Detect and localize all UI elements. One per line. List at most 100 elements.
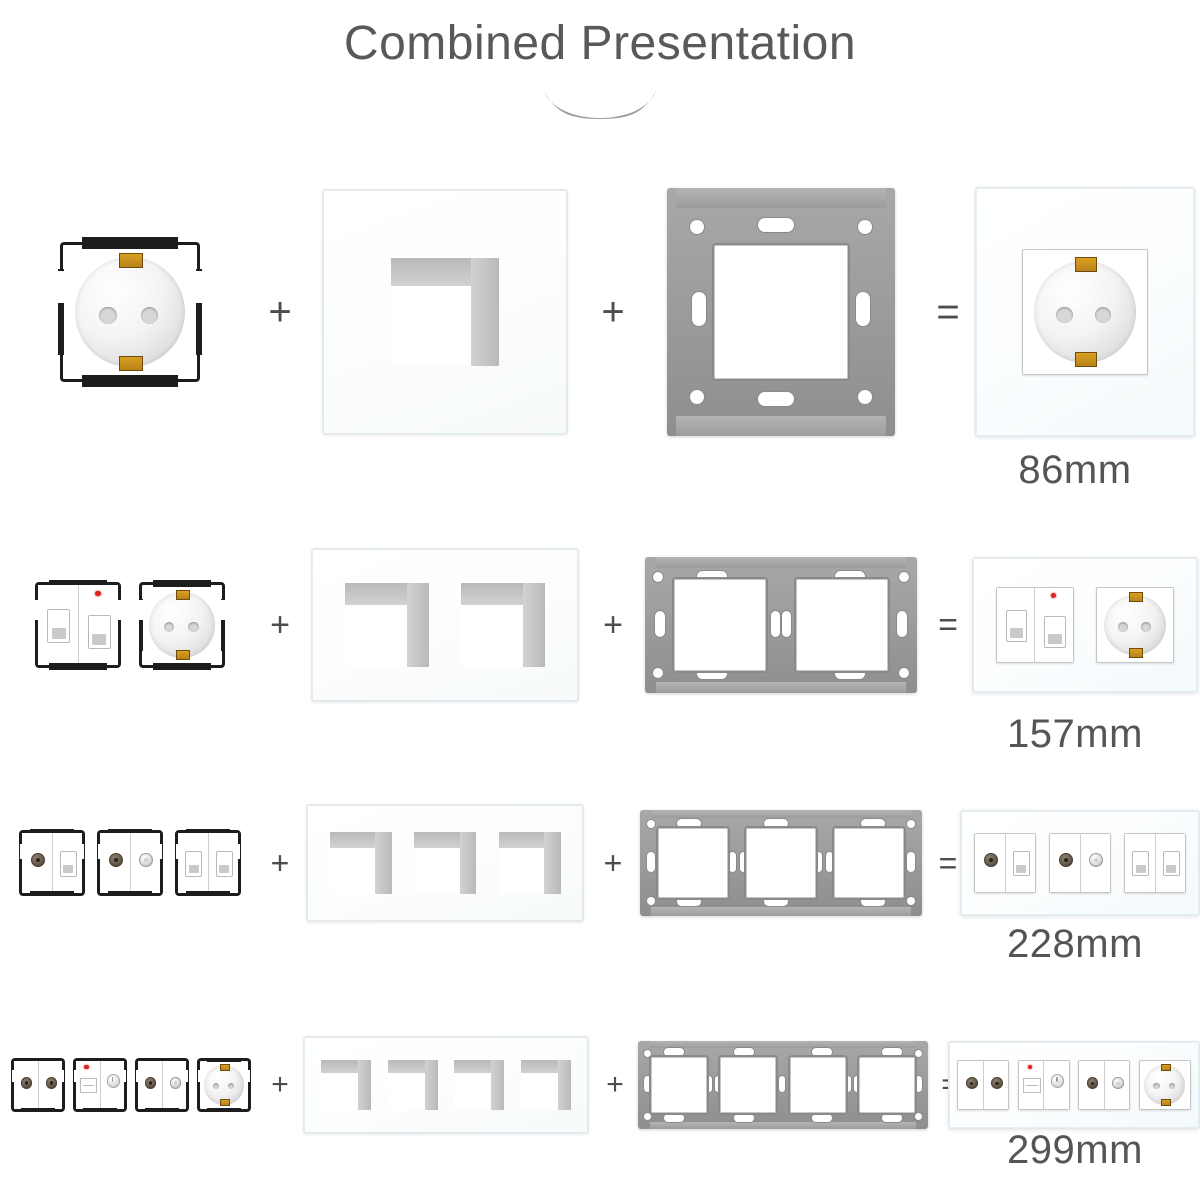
module-face [100,832,160,893]
module-side-tab-left [19,843,23,882]
coax-connector-icon [108,852,123,867]
tv-sat-module[interactable] [97,828,163,897]
operator-plus-2: + [606,1068,624,1101]
bracket-window [714,245,848,379]
assembled-2-gang[interactable] [972,557,1198,693]
bracket-slot-bottom [881,1113,902,1122]
operator-equals: = [936,290,960,334]
panel-cutout [521,1060,572,1110]
mounting-bracket-1-gang[interactable] [667,188,895,436]
bracket-slot-side [654,611,665,638]
bracket-screw-hole [858,220,873,235]
assembled-3-gang[interactable] [960,809,1200,916]
mounting-bracket-4-gang[interactable] [638,1041,928,1129]
result-group-row-4 [948,1041,1200,1129]
tv-data-module[interactable] [19,828,85,897]
rj45-jack-right [1034,588,1073,662]
coax-connector-icon [30,852,45,867]
page-title: Combined Presentation [343,17,857,70]
bracket-window [651,1057,708,1113]
assembled-insert-tv-data [974,832,1036,893]
glass-panel-2-gang[interactable] [311,548,579,702]
mounting-bracket-3-gang[interactable] [640,809,922,916]
glass-panel-3-gang[interactable] [306,803,584,922]
schuko-socket-module[interactable] [138,580,226,670]
socket-dish [75,257,185,367]
rj45-icon [1012,850,1030,877]
knob-icon [1050,1074,1065,1089]
glass-panel-1-gang[interactable] [322,189,568,435]
bracket-screw-hole [898,668,909,679]
assembled-insert-schuko [1138,1060,1191,1110]
module-side-tab-left [34,599,39,651]
coax-connector-icon [1086,1077,1099,1090]
bracket-slot-top [696,570,727,582]
panel-cutout [454,1060,505,1110]
schuko-face [1097,588,1173,662]
earth-contact-bottom [1075,352,1097,367]
bracket-slot-mid [781,611,791,638]
dual-coax-module[interactable] [11,1058,65,1112]
assembled-4-gang[interactable] [948,1041,1200,1129]
socket-pin-left [99,306,117,325]
earth-contact-top [1129,592,1144,602]
rj45-icon [1005,610,1028,642]
led-indicator-icon [95,590,101,597]
schuko-socket-module[interactable] [57,236,203,388]
switch-dimmer-module[interactable] [73,1058,127,1112]
coax-jack-right [982,1061,1009,1109]
module-side-tab-right [159,843,163,882]
rocker-icon [80,1078,98,1093]
bracket-lip-bottom [676,416,886,436]
module-side-tab-left [74,1069,77,1101]
rj45-jack-left [178,832,208,893]
tv-coax-jack [1050,833,1080,892]
bracket-window [658,827,728,898]
rj45-jack [51,832,82,893]
bracket-window [746,827,816,898]
bracket-slot-mid [778,1076,785,1093]
rj45-icon [185,850,203,877]
size-label-row-3: 228mm [1007,922,1143,966]
bracket-slot-mid [728,851,736,872]
bracket-window [674,579,767,671]
mounting-bracket-2-gang[interactable] [645,557,917,693]
tv-coax-jack [100,832,130,893]
combination-row-3-gang: + + [0,795,1200,930]
bracket-screw-hole [915,1049,923,1057]
bracket-slot-mid [714,1076,721,1093]
bracket-slot-bottom [696,668,727,680]
socket-pin-right [1168,1083,1176,1090]
schuko-socket-module[interactable] [197,1058,251,1112]
bracket-screw-hole [906,896,915,905]
assembled-1-gang[interactable] [975,187,1195,437]
bracket-slot-bottom [758,392,795,407]
bracket-screw-hole [858,389,873,404]
module-face [996,588,1073,662]
bracket-screw-hole [906,820,915,829]
earth-contact-top [1160,1063,1171,1071]
glass-panel-4-gang[interactable] [303,1036,589,1134]
coax-jack-left [14,1061,38,1109]
coax-sat-module[interactable] [135,1058,189,1112]
rj45-jack-left [38,585,78,665]
rj45-icon [1044,616,1066,648]
module-face [1079,1061,1130,1109]
dual-data-module[interactable] [175,828,241,897]
bracket-slot-side [647,851,656,872]
assembled-insert-data [995,587,1074,663]
panel-cutout [498,831,561,894]
bracket-lip-top [676,188,886,208]
coax-connector-icon [45,1077,57,1089]
bracket-slot-bottom [676,896,701,906]
bracket-slot-side [643,1076,651,1093]
operator-plus-1: + [270,844,290,881]
data-socket-module[interactable] [34,580,122,670]
coax-jack-left [958,1061,983,1109]
bracket-screw-hole [643,1049,651,1057]
result-group-row-1 [970,187,1200,437]
bracket-lip-bottom [655,682,907,693]
satellite-jack [1103,1061,1130,1109]
module-side-tab-left [57,269,65,355]
schuko-face [1140,1061,1190,1109]
